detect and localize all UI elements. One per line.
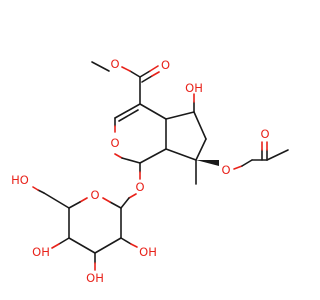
oxygen-bonds — [32, 65, 268, 271]
bond-carbonyl-b-o — [151, 71, 160, 77]
bond-c4-c4a — [139, 103, 167, 120]
bond-c1p-op-red — [102, 197, 111, 203]
bond-oa-cc-red — [233, 165, 243, 170]
bond-c7-c7a — [165, 148, 197, 161]
bond-o-c1 — [121, 157, 141, 164]
label-hydroxyl-top: OH — [185, 81, 203, 95]
label-glycosidic-o: O — [135, 180, 144, 194]
structure-svg: O O OH O O O O O HO OH OH OH — [11, 57, 289, 285]
wedge-bond-c7-o — [196, 160, 219, 166]
label-oh-right: OH — [139, 245, 157, 259]
bond-c6p-ho — [37, 189, 45, 194]
bond-c4a-c5 — [165, 111, 195, 120]
label-ester-o: O — [110, 57, 119, 71]
bond-c2p-oh-red — [130, 243, 138, 248]
bond-c3p-c4p — [68, 237, 96, 254]
bond-c4-c3-double — [118, 109, 139, 122]
bond-c4-c3 — [114, 103, 141, 119]
molecule-diagram: O O OH O O O O O HO OH OH OH — [11, 57, 289, 285]
label-oh-bottom: OH — [86, 271, 104, 285]
bond-c4p-oh — [58, 237, 70, 245]
label-ester-carbonyl-o: O — [161, 58, 170, 72]
carbon-bonds — [43, 61, 289, 254]
label-acetate-carbonyl-o: O — [260, 127, 269, 141]
bond-carbonyl-a — [139, 70, 151, 78]
bond-op-c5p-red — [79, 197, 88, 203]
atom-labels: O O OH O O O O O HO OH OH OH — [11, 57, 269, 285]
bond-c6p-ho-red — [32, 186, 39, 191]
bond-ester-o-o — [121, 66, 131, 72]
bond-methyl-ester — [91, 61, 110, 72]
bond-c7a-c1 — [139, 148, 167, 164]
label-ring-o: O — [110, 136, 119, 150]
bond-acetyl-methyl — [266, 149, 289, 161]
bond-carbonyl-a-o — [149, 65, 159, 72]
bond-c1p-op — [109, 201, 122, 209]
bond-og-c1p-red — [128, 193, 137, 199]
label-pyranose-o: O — [90, 188, 99, 202]
bond-c5p-c6p — [43, 192, 70, 209]
bond-op-c5p — [68, 201, 81, 209]
bond-c2p-c3p — [94, 237, 122, 254]
bond-o-c1-red — [114, 153, 123, 159]
bond-ester-o-c — [129, 70, 141, 78]
bond-c6-c7 — [195, 138, 207, 161]
bond-c5-c6 — [193, 111, 207, 140]
label-ch2oh-ho: HO — [11, 173, 29, 187]
bond-og-c1p — [120, 197, 130, 209]
label-acetate-o: O — [221, 163, 230, 177]
bond-c4p-oh-red — [51, 243, 60, 249]
label-oh-left: OH — [32, 245, 50, 259]
bond-carbonyl-b — [141, 75, 153, 83]
bond-oa-cc — [241, 159, 253, 167]
bond-c2p-oh — [120, 237, 132, 245]
